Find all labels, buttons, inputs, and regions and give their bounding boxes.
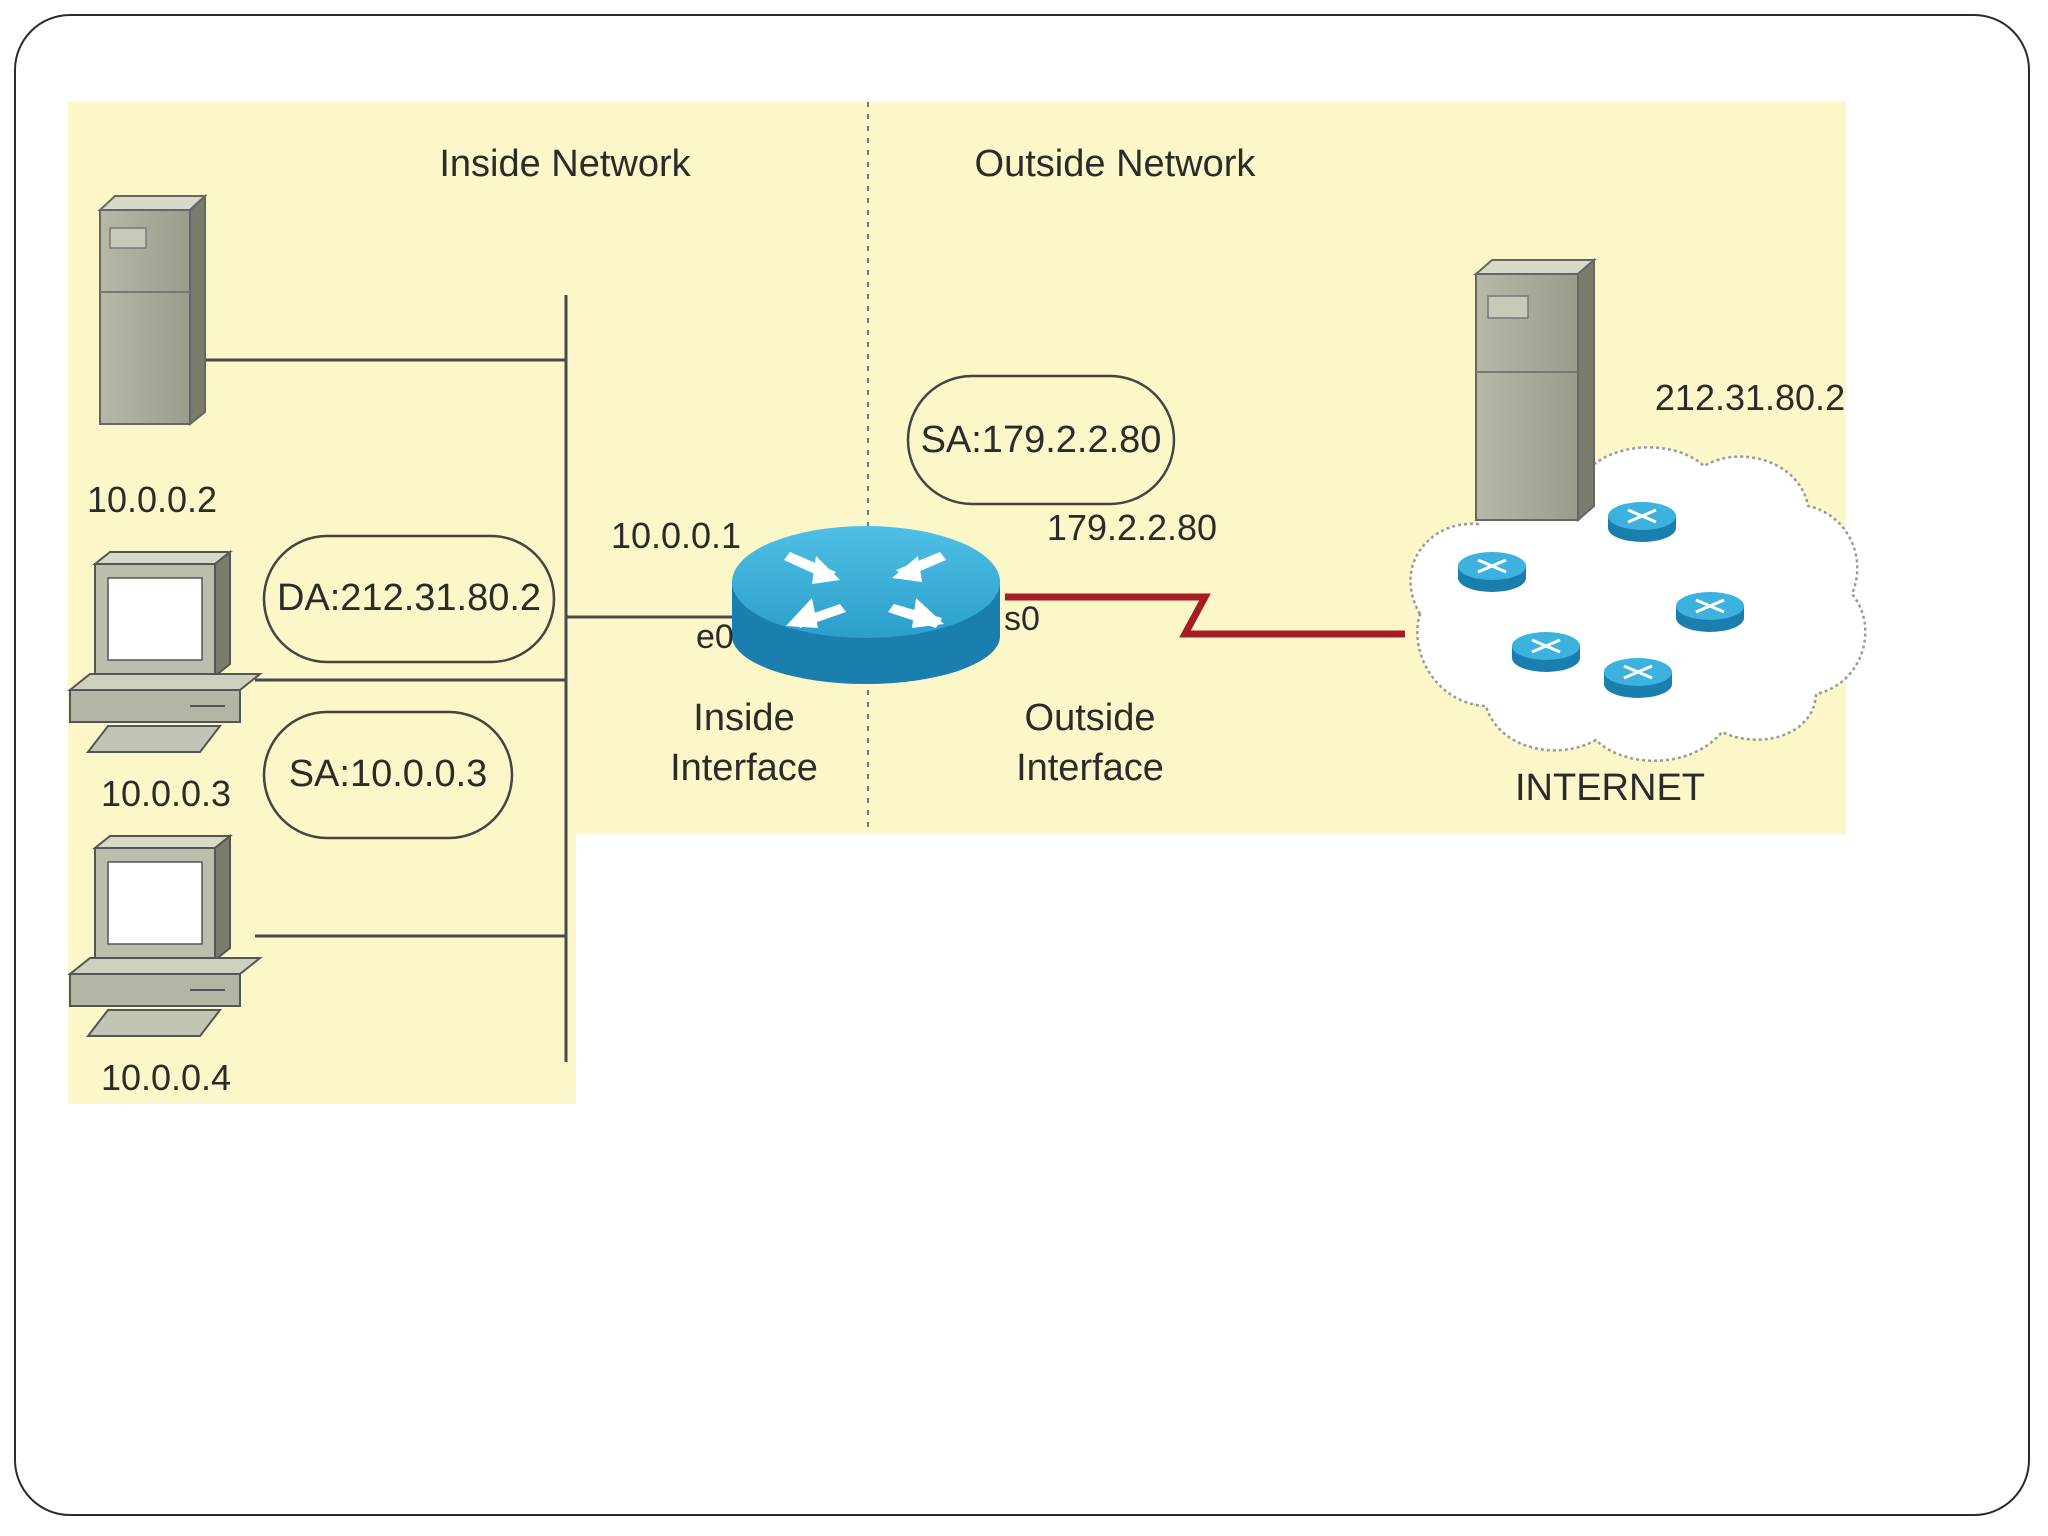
cloud-router-icon-5: [1604, 658, 1672, 698]
outside-interface-label-1: Outside: [1025, 697, 1156, 739]
packet-source-outside-text: SA:179.2.2.80: [921, 419, 1162, 461]
cloud-router-icon-1: [1458, 552, 1526, 592]
packet-source-outside-bubble: [906, 374, 1176, 506]
cloud-router-icon-3: [1676, 592, 1744, 632]
internet-cloud: [1409, 446, 1867, 763]
serial-link: [1005, 593, 1405, 638]
outside-network-title: Outside Network: [975, 143, 1257, 185]
server-inside-icon: [97, 193, 208, 427]
router-outside-port: s0: [1004, 600, 1040, 638]
internet-server-ip: 212.31.80.2: [1655, 377, 1845, 418]
outside-interface-label-2: Interface: [1016, 747, 1164, 789]
cloud-router-icon-2: [1608, 502, 1676, 542]
packet-destination-bubble: [262, 534, 556, 664]
server-internet-icon: [1473, 257, 1597, 523]
inside-network-title: Inside Network: [439, 143, 691, 185]
pc2-ip: 10.0.0.4: [101, 1057, 231, 1098]
router-icon: [732, 526, 1000, 684]
inside-interface-label-2: Interface: [670, 747, 818, 789]
cloud-router-icon-4: [1512, 632, 1580, 672]
router-inside-ip: 10.0.0.1: [611, 515, 741, 556]
internet-label: INTERNET: [1515, 767, 1705, 809]
packet-source-inside-text: SA:10.0.0.3: [289, 753, 488, 795]
pc-icon-1: [67, 549, 263, 753]
router-inside-port: e0: [696, 618, 734, 656]
pc-icon-2: [67, 833, 263, 1037]
router-outside-ip: 179.2.2.80: [1047, 507, 1217, 548]
pc1-ip: 10.0.0.3: [101, 773, 231, 814]
lan-bus: [205, 295, 745, 1062]
server-inside-ip: 10.0.0.2: [87, 479, 217, 520]
inside-interface-label-1: Inside: [693, 697, 794, 739]
packet-source-inside-bubble: [262, 710, 514, 840]
packet-destination-text: DA:212.31.80.2: [277, 577, 541, 619]
